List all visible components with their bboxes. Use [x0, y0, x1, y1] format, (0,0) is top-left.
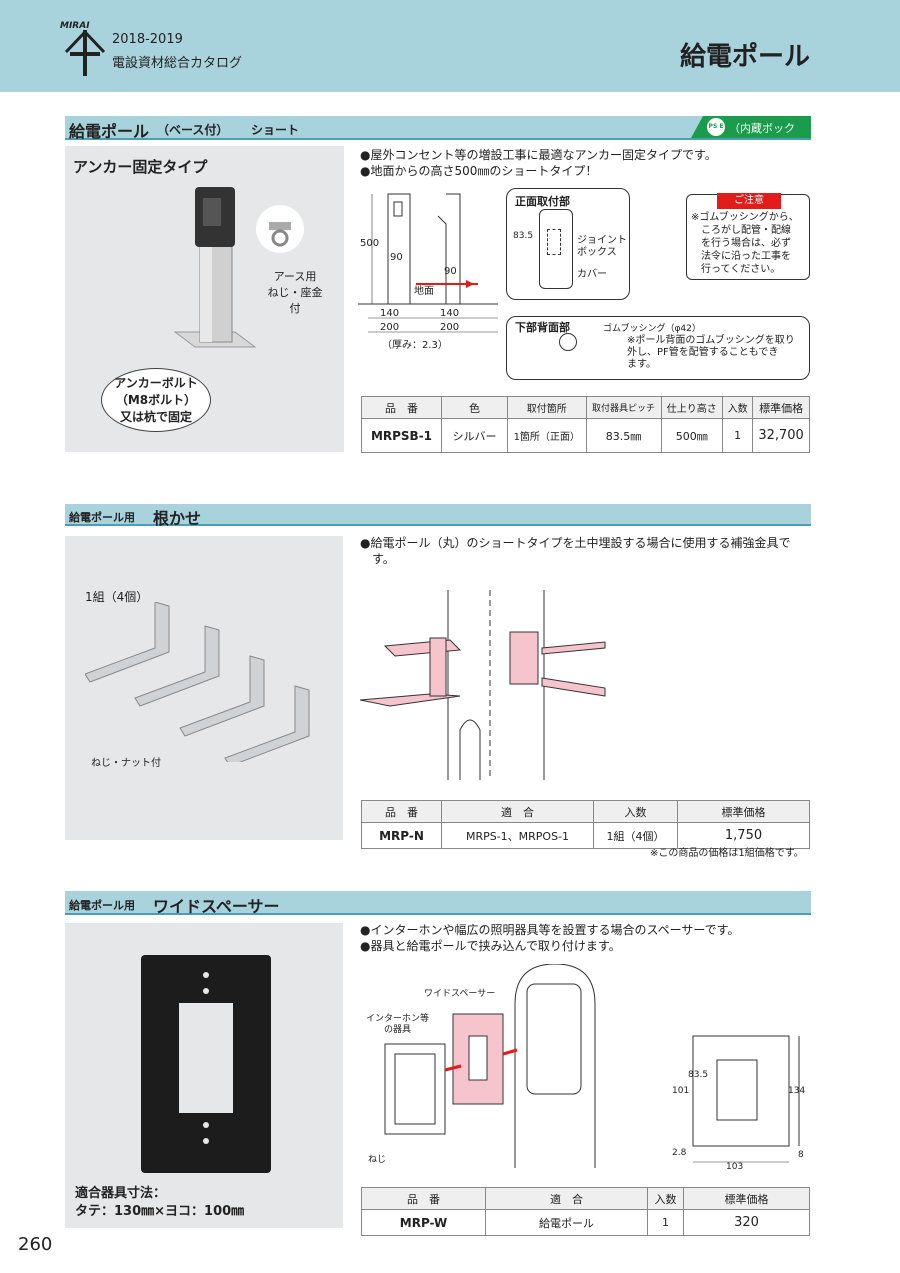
back-mount-box: 下部背面部 ゴムブッシング（φ42） ※ポール背面のゴムブッシングを取り外し、P…: [506, 316, 810, 380]
dimension-drawing: [358, 193, 498, 333]
dim-835: 83.5: [688, 1070, 709, 1080]
anchor-callout: アンカーボルト（M8ボルト）又は杭で固定: [101, 368, 211, 432]
catalog-year: 2018-2019: [112, 32, 183, 47]
svg-text:MIRAI: MIRAI: [60, 21, 90, 31]
section-title: ワイドスペーサー: [153, 897, 280, 916]
s3-product-table: 品 番 適 合 入数 標準価格 MRP-W 給電ポール 1 320: [361, 1187, 810, 1236]
section-title-suffix: ショート: [251, 123, 300, 137]
root-support-brackets-image: [85, 602, 310, 762]
dim-134: 134: [788, 1086, 806, 1096]
table-row: MRP-W 給電ポール 1 320: [361, 1209, 810, 1236]
pse-badge-label: （内蔵ボックス）: [729, 122, 795, 151]
section-bar-short-pole: 給電ポール （ベース付） ショート PS E （内蔵ボックス）: [65, 116, 811, 141]
fit-dimensions: 適合器具寸法：タテ：130㎜×ヨコ：100㎜: [75, 1186, 245, 1219]
pse-mark-icon: PS E: [707, 118, 725, 136]
root-support-photo-panel: 1組（4個） ねじ・ナット付: [65, 536, 343, 840]
product-subtitle: アンカー固定タイプ: [73, 158, 208, 176]
s1-product-table: 品 番 色 取付箇所 取付器具ピッチ 仕上り高さ 入数 標準価格 MRPSB-1…: [361, 396, 810, 453]
earth-screw-icon: [256, 205, 304, 253]
pse-badge: PS E （内蔵ボックス）: [691, 116, 811, 138]
table-row: MRP-N MRPS-1、MRPOS-1 1組（4個） 1,750: [361, 822, 810, 849]
thickness-label: （厚み：2.3）: [382, 340, 448, 351]
s3-bullets: ●インターホンや幅広の照明器具等を設置する場合のスペーサーです。●器具と給電ポー…: [360, 923, 740, 953]
dim-28: 2.8: [672, 1148, 687, 1158]
device-label: インターホン等の器具: [366, 1014, 430, 1035]
dim-140b: 140: [440, 308, 460, 319]
page-title: 給電ポール: [679, 42, 810, 72]
dim-500: 500: [360, 238, 380, 249]
dim-8: 8: [798, 1150, 804, 1160]
wide-spacer-photo-panel: 適合器具寸法：タテ：130㎜×ヨコ：100㎜: [65, 923, 343, 1228]
table-row: MRPSB-1 シルバー 1箇所（正面） 83.5㎜ 500㎜ 1 32,700: [361, 418, 810, 453]
earth-screw-label: アース用ねじ・座金付: [267, 270, 323, 315]
s2-bullets: ●給電ポール（丸）のショートタイプを土中埋設する場合に使用する補強金具です。: [360, 536, 791, 566]
s1-bullets: ●屋外コンセント等の増設工事に最適なアンカー固定タイプです。●地面からの高さ50…: [360, 148, 717, 178]
dim-101: 101: [672, 1086, 690, 1096]
catalog-name: 電設資材総合カタログ: [112, 56, 243, 71]
dim-140a: 140: [380, 308, 400, 319]
dim-90a: 90: [390, 252, 403, 263]
s2-price-note: ※この商品の価格は1組価格です。: [650, 848, 804, 859]
s2-product-table: 品 番 適 合 入数 標準価格 MRP-N MRPS-1、MRPOS-1 1組（…: [361, 800, 810, 849]
caution-box: ご注意 ※ゴムブッシングから、ころがし配管・配線を行う場合は、必ず法令に沿った工…: [686, 193, 810, 280]
section-title-paren: （ベース付）: [157, 123, 229, 137]
page-header: MIRAI 2018-2019 電設資材総合カタログ 給電ポール: [0, 0, 900, 92]
section-title: 給電ポール: [69, 122, 150, 141]
wide-spacer-image: [141, 955, 271, 1173]
section-title: 根かせ: [153, 509, 202, 528]
short-pole-image: [173, 187, 257, 348]
section-bar-root-support: 給電ポール用 根かせ: [65, 504, 811, 528]
wide-spacer-install-drawing: [384, 964, 596, 1168]
spacer-dimension-drawing: [692, 1035, 800, 1163]
product-photo-panel: アンカー固定タイプ アース用ねじ・座金付 アンカーボルト（M8ボルト）又は杭で固…: [65, 146, 344, 452]
spacer-label: ワイドスペーサー: [424, 989, 496, 999]
mirai-logo-icon: MIRAI: [60, 21, 106, 76]
section-bar-wide-spacer: 給電ポール用 ワイドスペーサー: [65, 891, 811, 916]
screw-label: ねじ: [368, 1155, 387, 1165]
front-mount-box: 正面取付部 83.5 ジョイントボックス カバー: [506, 188, 630, 300]
root-support-install-drawing: [360, 590, 606, 780]
dim-103: 103: [726, 1162, 744, 1172]
ground-label: 地面: [414, 286, 434, 297]
dim-200b: 200: [440, 322, 460, 333]
dim-90b: 90: [444, 266, 457, 277]
dim-200a: 200: [380, 322, 400, 333]
page-number: 260: [18, 1234, 53, 1255]
